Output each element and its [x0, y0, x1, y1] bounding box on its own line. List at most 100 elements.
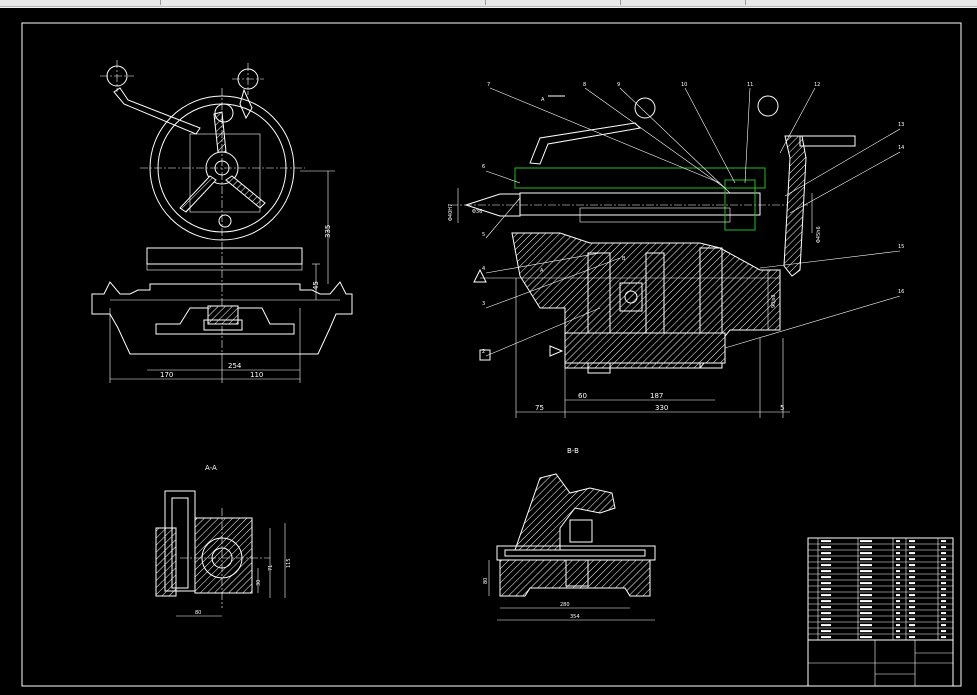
bb-upright	[514, 473, 616, 551]
parts-list-cell-mark	[860, 618, 872, 621]
parts-list-cell-mark	[941, 588, 946, 591]
parts-list-cell-mark	[860, 594, 872, 597]
parts-list-cell-mark	[909, 618, 915, 621]
parts-list-cell-mark	[860, 624, 872, 627]
bearing-housing	[724, 179, 756, 231]
lead-screw	[579, 207, 731, 223]
parts-list-cell-mark	[860, 564, 872, 567]
parts-list-cell-mark	[896, 570, 900, 573]
parts-list-cell-mark	[909, 552, 915, 555]
lever-arm-left	[113, 87, 201, 135]
parts-list-cell-mark	[941, 600, 946, 603]
bb-dim-w1: 280	[560, 602, 570, 608]
parts-list-cell-mark	[909, 564, 915, 567]
parts-list-cell-mark	[909, 558, 915, 561]
handwheel-spoke	[213, 111, 227, 153]
parts-list-cell-mark	[821, 576, 831, 579]
parts-list-cell-mark	[821, 636, 831, 639]
parts-list-cell-mark	[941, 636, 946, 639]
title-strip-segment	[0, 0, 161, 5]
clamp-bolt-3	[699, 247, 723, 369]
handle-ball-top	[214, 103, 234, 123]
parts-list-cell-mark	[896, 630, 900, 633]
section-bb-title: B-B	[567, 447, 579, 455]
parts-list-cell-mark	[909, 588, 915, 591]
title-strip-segment	[620, 0, 746, 5]
parts-list-cell-mark	[896, 588, 900, 591]
parts-list-cell-mark	[821, 612, 831, 615]
parts-list-cell-mark	[909, 600, 915, 603]
parts-list-cell-mark	[941, 564, 946, 567]
lock-knob	[218, 214, 232, 228]
parts-list-cell-mark	[896, 636, 900, 639]
section-marker-a: A	[541, 97, 545, 103]
part-number: 16	[898, 289, 904, 295]
parts-list-cell-mark	[909, 606, 915, 609]
parts-list-cell-mark	[896, 594, 900, 597]
aa-block	[194, 517, 253, 594]
parts-list-cell-mark	[941, 630, 946, 633]
bb-nut	[569, 519, 593, 543]
parts-list-cell-mark	[860, 540, 872, 543]
parts-list-cell-mark	[941, 594, 946, 597]
dim-5: 5	[780, 404, 784, 412]
parts-list-cell-mark	[896, 576, 900, 579]
parts-list-cell-mark	[821, 600, 831, 603]
sheet-border	[21, 22, 962, 687]
fit-label: Φ36	[472, 209, 482, 215]
dim-170: 170	[160, 371, 173, 379]
part-number: 5	[482, 232, 485, 238]
clamp-nut	[203, 319, 243, 331]
parts-list-cell-mark	[909, 540, 915, 543]
base-guide-slot	[155, 307, 295, 335]
part-number: 14	[898, 145, 904, 151]
parts-list-cell-mark	[909, 576, 915, 579]
parts-list-cell-mark	[941, 618, 946, 621]
aa-dim-h1: 115	[286, 558, 292, 568]
parts-list-cell-mark	[821, 618, 831, 621]
parts-list-cell-mark	[941, 606, 946, 609]
parts-list-cell-mark	[821, 624, 831, 627]
parts-list-cell-mark	[941, 582, 946, 585]
part-number: 3	[482, 301, 485, 307]
main-section-view: 7 8 9 10 11 12 13 14 15 16 6 5 4 3 2 A A…	[448, 82, 904, 418]
clamp-plate	[564, 332, 726, 364]
part-number: 7	[487, 82, 490, 88]
tailstock-body-lip	[146, 263, 303, 271]
parts-list-cell-mark	[896, 546, 900, 549]
clamp-block	[207, 305, 239, 325]
bb-base	[499, 559, 651, 597]
handle-ball-lever	[634, 97, 656, 119]
parts-list-cell-mark	[860, 570, 872, 573]
parts-list-cell-mark	[896, 558, 900, 561]
parts-list-cell-mark	[860, 606, 872, 609]
part-number: 13	[898, 122, 904, 128]
parts-list-cell-mark	[941, 558, 946, 561]
parts-list-cell-mark	[941, 570, 946, 573]
parts-list-cell-mark	[941, 546, 946, 549]
parts-list-cell-mark	[909, 636, 915, 639]
parts-list-cell-mark	[909, 594, 915, 597]
fit-label: Φ45h6	[816, 226, 822, 243]
parts-list-cell-mark	[909, 582, 915, 585]
parts-list-cell-mark	[860, 582, 872, 585]
handle-ball-main	[757, 95, 779, 117]
parts-list-cell-mark	[821, 540, 831, 543]
eccentric-shaft	[619, 282, 643, 312]
clamp-lever-plate	[189, 133, 261, 213]
parts-list-cell-mark	[860, 612, 872, 615]
parts-list-cell-mark	[821, 552, 831, 555]
dim-60: 60	[578, 392, 587, 400]
bb-bolt	[565, 559, 589, 587]
parts-list-cell-mark	[860, 546, 872, 549]
parts-list-cell-mark	[909, 624, 915, 627]
dim-45: 45	[312, 281, 320, 290]
parts-list-cell-mark	[821, 606, 831, 609]
parts-list-cell-mark	[860, 636, 872, 639]
aa-bolt	[171, 497, 189, 589]
parts-list-frame	[807, 537, 954, 687]
parts-list-cell-mark	[821, 558, 831, 561]
part-number: 4	[482, 266, 485, 272]
section-bb-view: B-B 280 354 80	[483, 447, 656, 621]
